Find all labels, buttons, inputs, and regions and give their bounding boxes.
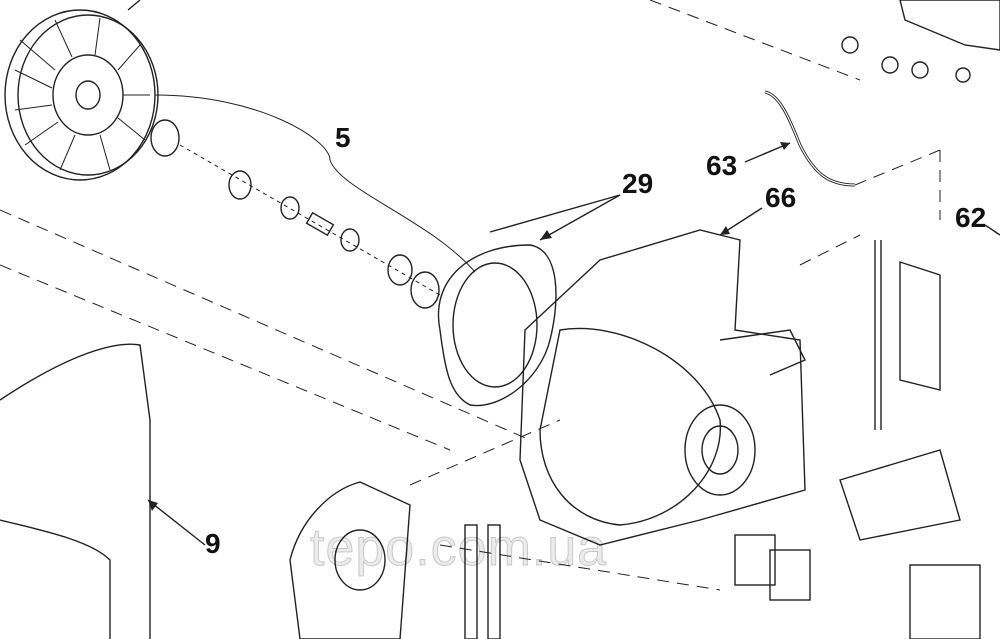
callout-9: 9 <box>205 528 221 559</box>
leader-lines <box>127 0 1000 546</box>
callout-5: 5 <box>335 122 351 153</box>
coupling-parts <box>150 119 441 309</box>
callout-62: 62 <box>955 202 987 233</box>
fan-wheel <box>4 9 159 181</box>
housing-panel <box>289 481 411 639</box>
callout-29: 29 <box>622 168 654 199</box>
watermark: tepo.com.ua <box>309 519 608 578</box>
burner-housing <box>519 229 806 546</box>
callout-66: 66 <box>765 182 797 213</box>
callout-63: 63 <box>706 150 738 181</box>
burner-cover <box>0 343 151 639</box>
adapter-ring <box>437 244 557 407</box>
